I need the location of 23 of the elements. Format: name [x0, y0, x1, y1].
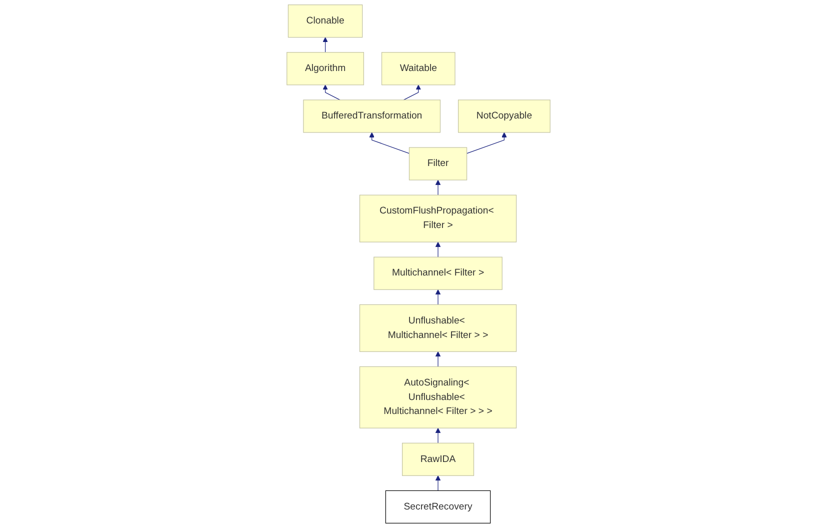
- arrow: [435, 289, 441, 305]
- node-box: AutoSignaling< Unflushable< Multichannel< Filter > > >: [359, 366, 517, 428]
- arrow: [322, 37, 328, 53]
- arrow: [435, 428, 441, 444]
- node-box: Algorithm: [286, 52, 364, 86]
- node-box: Filter: [408, 147, 468, 180]
- arrow: [322, 84, 340, 100]
- arrow: [435, 351, 441, 367]
- node-box: Multichannel< Filter >: [374, 256, 502, 290]
- node-box: CustomFlushPropagation< Filter >: [359, 194, 517, 242]
- arrow: [369, 132, 410, 154]
- arrow: [435, 242, 441, 258]
- arrow: [466, 132, 507, 154]
- node-box: SecretRecovery: [385, 490, 491, 524]
- node-box: BufferedTransformation: [303, 100, 441, 133]
- node-box: NotCopyable: [458, 100, 550, 133]
- node-box: Unflushable< Multichannel< Filter > >: [359, 304, 517, 352]
- node-box: RawIDA: [402, 442, 474, 476]
- node-box: Clonable: [288, 4, 363, 38]
- node-box: Waitable: [381, 52, 456, 86]
- arrow: [435, 475, 441, 491]
- arrow: [435, 180, 441, 196]
- arrow: [403, 84, 422, 100]
